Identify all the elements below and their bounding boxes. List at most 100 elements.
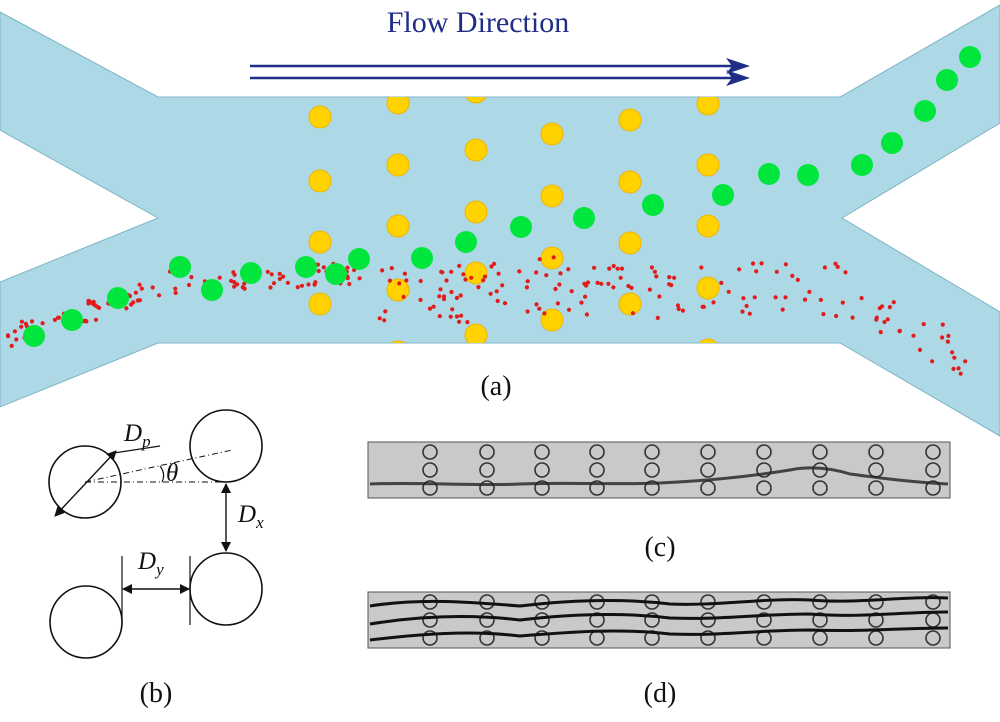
micrograph-pillar	[868, 444, 884, 460]
small-particle	[321, 265, 326, 270]
small-particle	[524, 285, 530, 290]
micrograph-pillar	[534, 630, 550, 646]
small-particle	[834, 313, 839, 319]
small-particle	[537, 306, 542, 311]
small-particle	[459, 313, 464, 318]
small-particle	[389, 266, 394, 271]
small-particle	[387, 278, 392, 283]
micrograph-pillar	[644, 444, 660, 460]
small-particle	[189, 275, 194, 280]
small-particle	[783, 262, 789, 267]
small-particle	[737, 267, 742, 272]
small-particle	[930, 359, 935, 364]
small-particle	[14, 337, 19, 342]
small-particle	[86, 301, 91, 306]
small-particle	[461, 272, 466, 277]
large-particle	[758, 163, 780, 185]
panel-d-micrograph	[367, 591, 951, 649]
micrograph-pillar	[644, 612, 660, 628]
small-particle	[9, 343, 14, 348]
small-particle	[773, 295, 778, 300]
small-particle	[40, 321, 45, 326]
small-particle	[488, 291, 493, 296]
small-particle	[790, 273, 795, 278]
micrograph-pillar	[925, 444, 941, 460]
small-particle	[265, 269, 270, 274]
pillar	[464, 323, 488, 343]
small-particle	[494, 289, 499, 294]
theta-symbol: θ	[166, 460, 178, 487]
small-particle	[449, 269, 454, 274]
small-particle	[534, 302, 539, 307]
large-particle	[959, 46, 981, 68]
small-particle	[807, 289, 812, 294]
panel-a: Flow Direction (a)	[0, 4, 1000, 437]
micrograph-pillar	[422, 462, 438, 478]
small-particle	[667, 275, 672, 280]
small-particle	[544, 273, 549, 278]
micrograph-c-stream	[369, 466, 949, 487]
micrograph-pillar	[756, 462, 772, 478]
small-particle	[657, 294, 662, 299]
small-particle	[553, 286, 558, 292]
small-particle	[821, 312, 826, 317]
micrograph-pillar	[756, 480, 772, 496]
small-particle	[418, 278, 423, 284]
small-particle	[833, 261, 838, 266]
large-particle	[325, 263, 347, 285]
dp-diameter-line	[54, 450, 117, 517]
large-particle	[107, 287, 129, 309]
small-particle	[583, 294, 588, 299]
large-particle	[881, 132, 903, 154]
pillar	[618, 108, 642, 132]
pillar	[390, 340, 406, 343]
small-particle	[525, 309, 530, 314]
small-particle	[133, 290, 138, 295]
small-particle	[495, 298, 500, 304]
pillar	[464, 138, 488, 162]
small-particle	[345, 276, 350, 281]
small-particle	[676, 306, 681, 312]
small-particle	[566, 267, 571, 272]
small-particle	[441, 296, 447, 302]
pillar	[618, 231, 642, 255]
small-particle	[592, 265, 597, 270]
small-particle	[97, 305, 102, 310]
small-particle	[440, 270, 445, 275]
pillar-circle-left-bottom	[49, 585, 123, 659]
small-particle	[615, 266, 620, 271]
small-particle	[463, 277, 468, 282]
small-particle	[822, 265, 828, 270]
micrograph-pillar	[756, 612, 772, 628]
small-particle	[449, 289, 454, 295]
small-particle	[874, 315, 879, 320]
small-particle	[579, 300, 584, 305]
small-particle	[649, 265, 655, 270]
small-particle	[454, 295, 459, 301]
pillar	[308, 292, 332, 316]
small-particle	[537, 257, 542, 262]
panel-a-label: (a)	[480, 371, 511, 402]
small-particle	[269, 272, 274, 277]
panel-d-label: (d)	[644, 678, 677, 709]
small-particle	[306, 282, 311, 287]
small-particle	[750, 261, 756, 266]
large-particle	[295, 256, 317, 278]
small-particle	[437, 314, 442, 319]
pillar	[308, 105, 332, 129]
small-particle	[584, 283, 589, 288]
micrograph-pillar	[534, 612, 550, 628]
small-particle	[647, 287, 653, 292]
micrograph-pillar	[422, 444, 438, 460]
small-particle	[958, 371, 963, 376]
small-particle	[752, 295, 757, 300]
small-particle	[711, 300, 716, 305]
micrograph-pillar	[700, 612, 716, 628]
micrograph-pillar	[422, 630, 438, 646]
pillar-circle-right-bottom	[189, 552, 263, 626]
small-particle	[404, 278, 409, 283]
small-particle	[316, 268, 321, 274]
small-particle	[295, 285, 300, 290]
small-particle	[675, 303, 681, 308]
